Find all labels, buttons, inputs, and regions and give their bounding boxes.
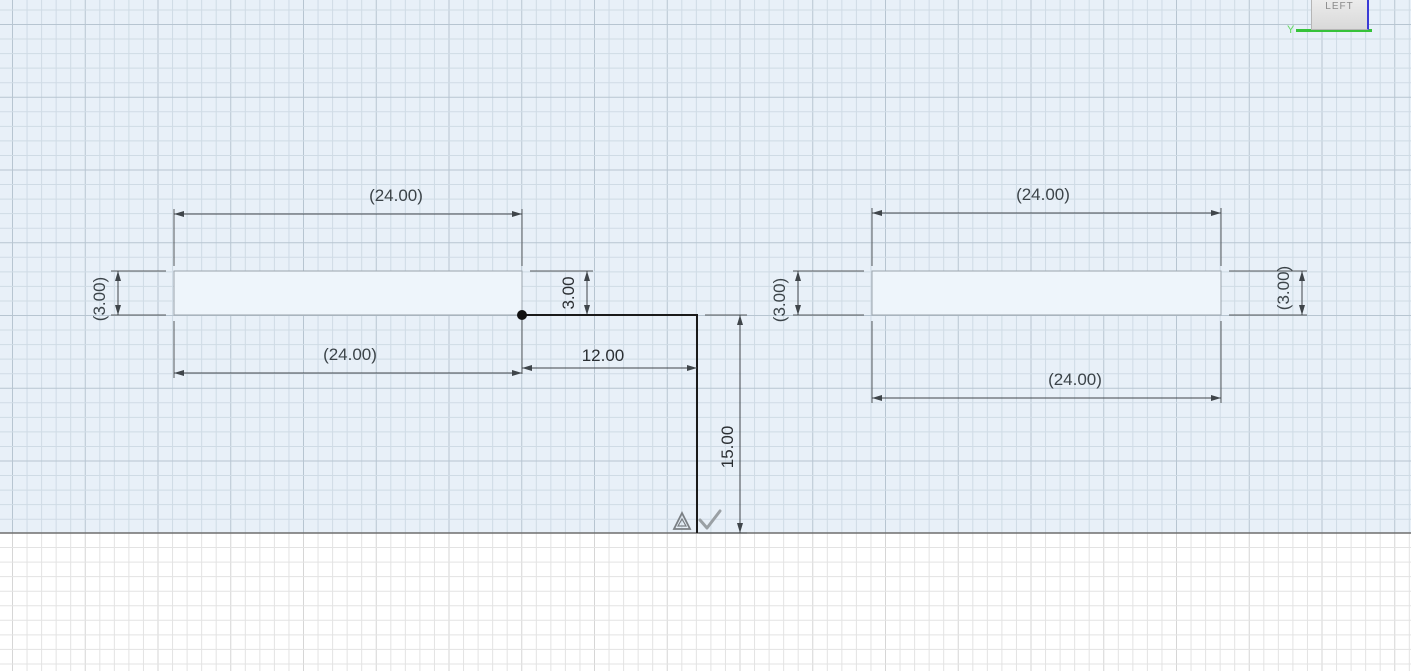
- dimension-offset-horizontal[interactable]: 12.00: [521, 320, 697, 374]
- dimension-right-top-width[interactable]: (24.00): [871, 185, 1222, 266]
- viewcube[interactable]: LEFT: [1311, 0, 1369, 30]
- dimension-right-right-height[interactable]: (3.00): [1229, 266, 1307, 316]
- left-profile-rectangle[interactable]: [173, 270, 523, 316]
- dimension-left-bottom-width[interactable]: (24.00): [173, 321, 522, 378]
- sketch-point[interactable]: [517, 310, 527, 320]
- dimension-label: (24.00): [369, 186, 423, 205]
- dimension-label: (3.00): [1274, 266, 1293, 310]
- fix-constraint-icon[interactable]: [672, 510, 692, 530]
- coincident-check-icon[interactable]: [698, 509, 722, 530]
- dimension-left-left-height[interactable]: (3.00): [90, 270, 166, 321]
- dimension-right-bottom-width[interactable]: (24.00): [871, 321, 1222, 403]
- dimension-label: (3.00): [90, 277, 109, 321]
- dimension-label: (24.00): [1016, 185, 1070, 204]
- dimension-label: (24.00): [323, 345, 377, 364]
- y-axis-indicator: [1296, 29, 1372, 32]
- sketch-polyline[interactable]: [522, 314, 698, 533]
- dimension-label: (24.00): [1048, 370, 1102, 389]
- viewcube-face-label: LEFT: [1325, 1, 1354, 12]
- right-profile-rectangle[interactable]: [871, 270, 1222, 316]
- dimension-label: (3.00): [770, 278, 789, 322]
- dimension-left-top-width[interactable]: (24.00): [173, 186, 523, 266]
- y-axis-label: Y: [1287, 24, 1295, 36]
- dimension-offset-vertical[interactable]: 15.00: [699, 314, 747, 534]
- dimension-label: 3.00: [559, 276, 578, 309]
- dimension-right-left-height[interactable]: (3.00): [770, 270, 864, 322]
- dimension-label: 12.00: [582, 346, 625, 365]
- dimension-label: 15.00: [718, 426, 737, 469]
